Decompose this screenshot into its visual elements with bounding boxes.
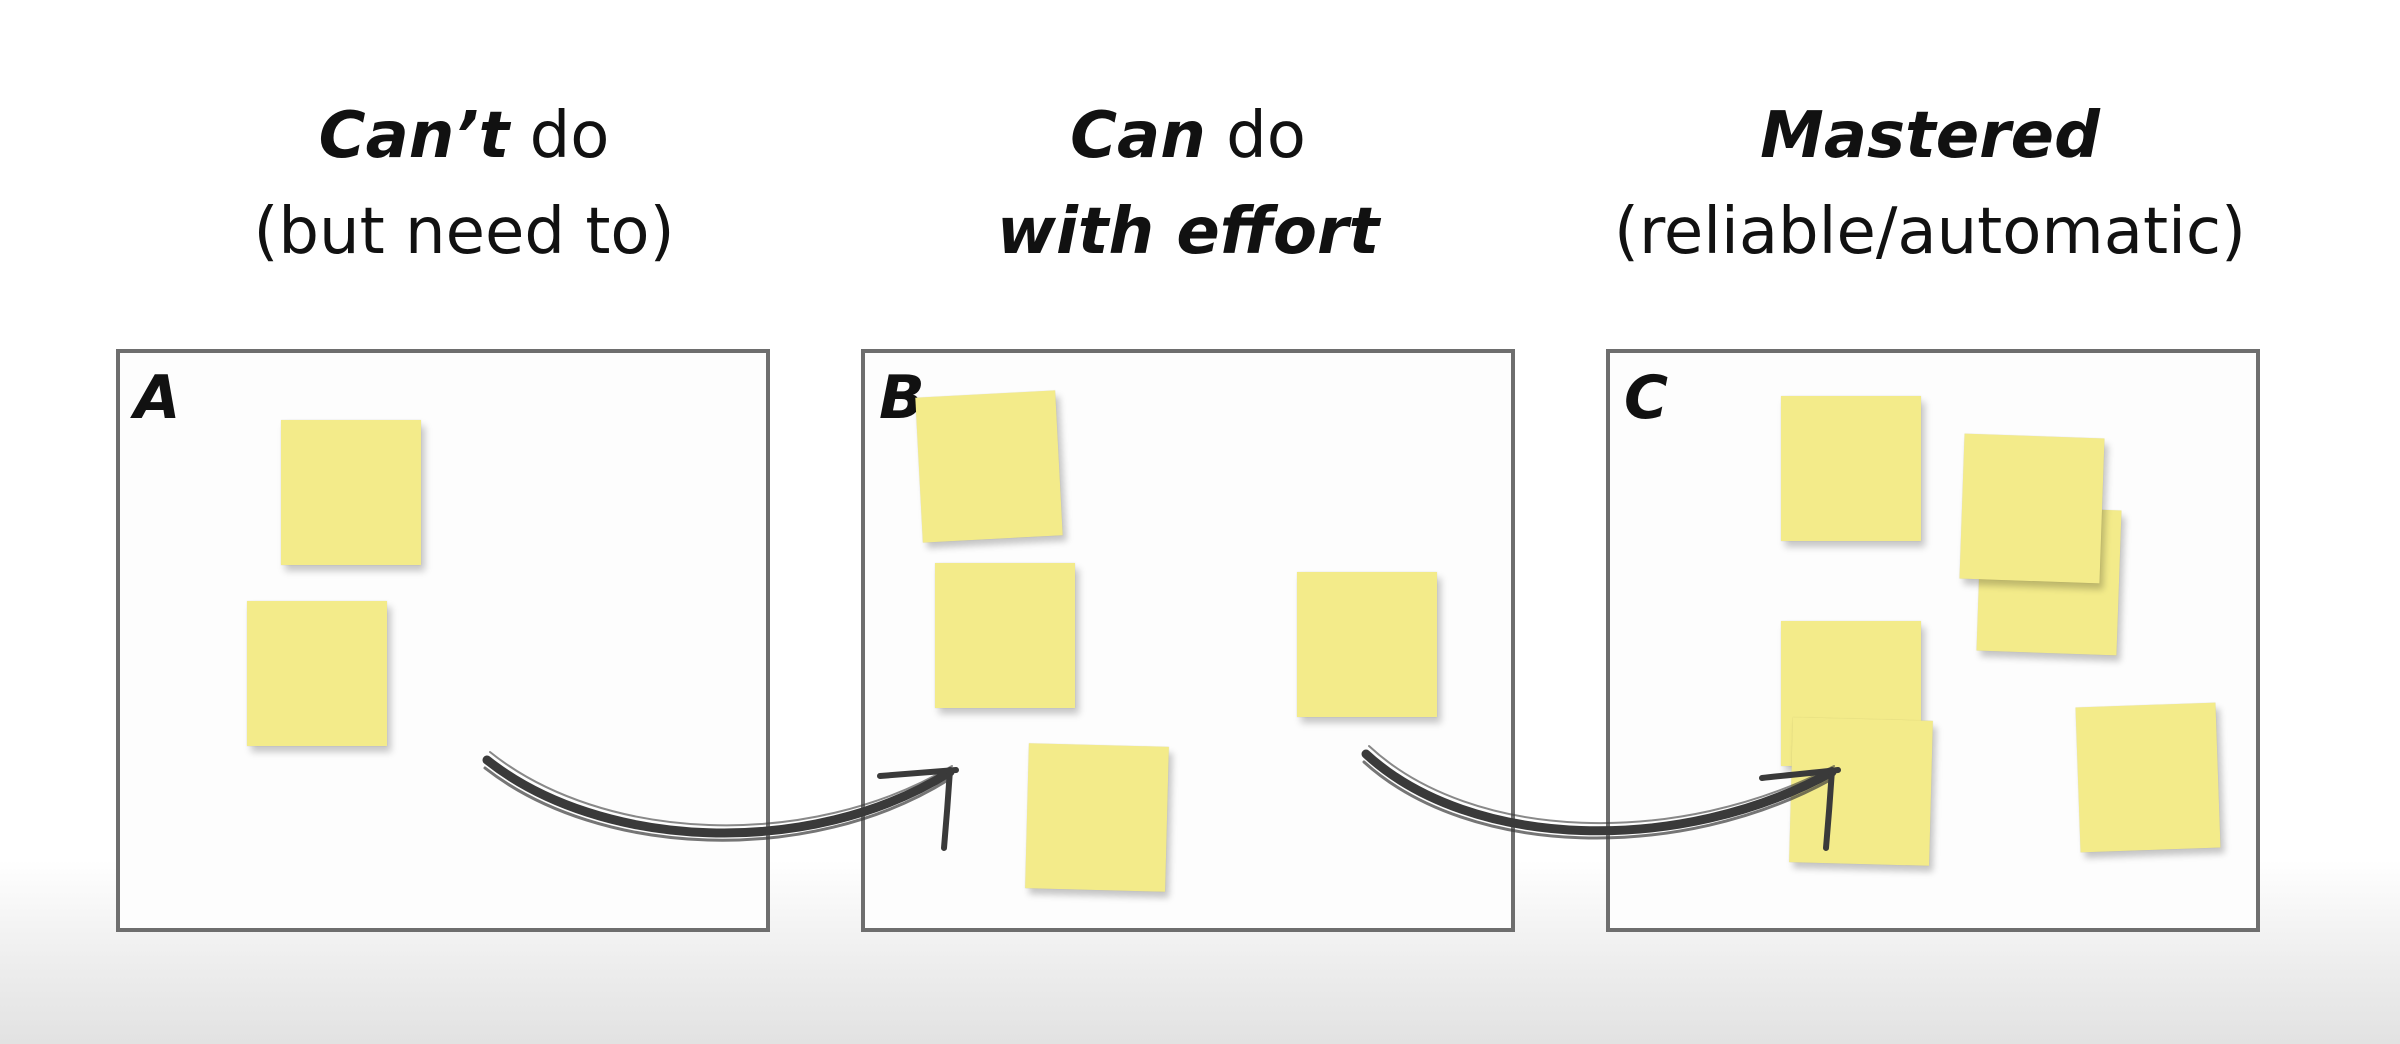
sticky-note [1025,743,1169,892]
sticky-note [281,420,421,565]
sticky-note [915,390,1063,543]
heading-mastered: Mastered (reliable/automatic) [1570,88,2290,280]
panel-a-letter: A [134,363,181,433]
sticky-note [247,601,387,746]
sticky-note [2075,702,2221,853]
panel-a: A [116,349,770,932]
heading-mastered-emph: Mastered [1760,99,2100,173]
heading-mastered-subtitle: (reliable/automatic) [1614,195,2246,269]
heading-can-do-emph: Can [1070,99,1206,173]
heading-cant-do-subtitle: (but need to) [253,195,675,269]
panel-c: C [1606,349,2260,932]
heading-can-do: Can do with effort [828,88,1548,280]
heading-can-do-rest: do [1205,99,1306,173]
panel-c-letter: C [1624,363,1669,433]
sticky-note [935,563,1075,708]
heading-cant-do-rest: do [509,99,610,173]
heading-cant-do-emph: Can’t [318,99,510,173]
panel-b: B [861,349,1515,932]
heading-can-do-subtitle: with effort [996,195,1380,269]
heading-cant-do: Can’t do (but need to) [104,88,824,280]
sticky-note [1959,433,2105,584]
sticky-note [1781,396,1921,541]
sticky-note [1789,717,1933,866]
sticky-note [1297,572,1437,717]
